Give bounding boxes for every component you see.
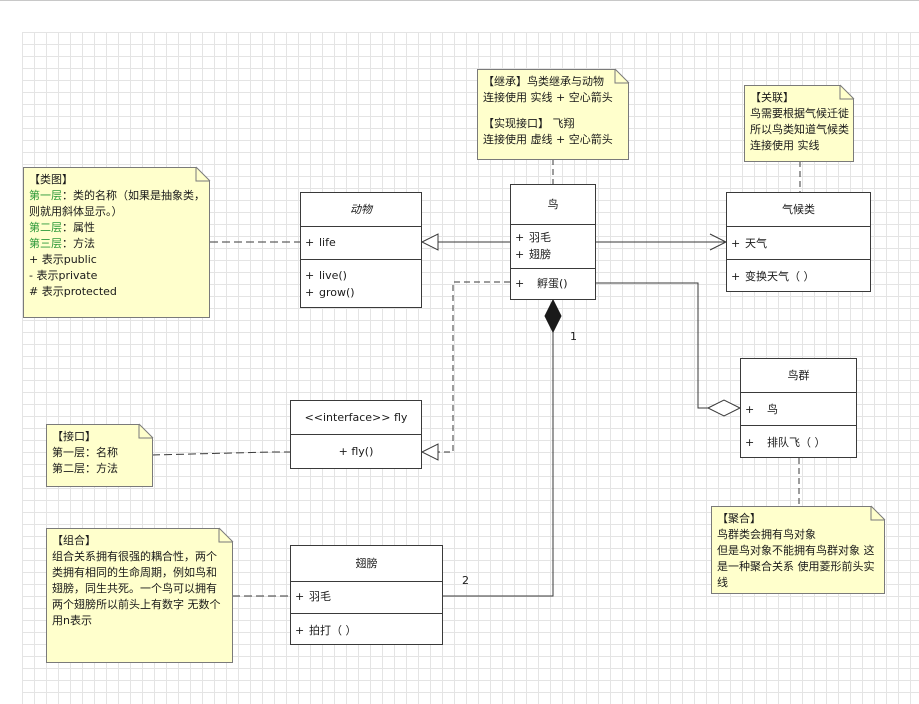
methods-section: + fly() <box>338 445 374 458</box>
attributes-section: +羽毛 +翅膀 <box>511 225 595 269</box>
note-interface: 【接口】 第一层：名称 第二层：方法 <box>46 424 153 487</box>
class-wing[interactable]: 翅膀 +羽毛 +拍打（ ） <box>290 545 443 645</box>
aggregation-line <box>596 282 708 409</box>
class-name: 鸟 <box>511 185 595 225</box>
note-aggregation: 【聚合】 鸟群类会拥有鸟对象 但是鸟对象不能拥有鸟群对象 这是一种聚合关系 使用… <box>711 506 885 594</box>
class-name: 气候类 <box>727 193 870 227</box>
interface-name: <<interface>> fly <box>291 401 421 435</box>
multiplicity-wing-end: 2 <box>462 574 469 587</box>
multiplicity-bird-end: 1 <box>570 330 577 343</box>
class-name: 翅膀 <box>291 546 442 582</box>
methods-section: +变换天气（ ） <box>731 270 815 283</box>
attributes-section: +鸟 <box>741 393 856 426</box>
realization-arrowhead <box>420 443 439 461</box>
attributes-section: +羽毛 <box>291 582 442 614</box>
methods-section: +孵蛋() <box>515 277 568 290</box>
composition-diamond <box>544 298 562 334</box>
interface-fly[interactable]: <<interface>> fly + fly() <box>290 400 422 469</box>
class-name: 鸟群 <box>741 359 856 393</box>
class-bird[interactable]: 鸟 +羽毛 +翅膀 +孵蛋() <box>510 184 596 300</box>
composition-line <box>443 332 554 597</box>
attributes-section: +life <box>301 227 421 260</box>
class-name: 动物 <box>301 193 421 227</box>
note-association: 【关联】 鸟需要根据气候迁徙 所以鸟类知道气候类 连接使用 实线 <box>744 85 854 162</box>
class-flock[interactable]: 鸟群 +鸟 +排队飞（ ） <box>740 358 857 458</box>
note-link-interface <box>151 451 290 456</box>
realization-line <box>438 281 510 453</box>
methods-section: +拍打（ ） <box>295 624 357 637</box>
class-climate[interactable]: 气候类 +天气 +变换天气（ ） <box>726 192 871 292</box>
class-animal[interactable]: 动物 +life +live() +grow() <box>300 192 422 308</box>
note-composition: 【组合】 组合关系拥有很强的耦合性，两个类拥有相同的生命周期，例如鸟和翅膀，同生… <box>46 528 233 663</box>
inheritance-arrowhead <box>420 233 439 251</box>
note-class-diagram: 【类图】 第一层：类的名称（如果是抽象类， 则就用斜体显示。） 第二层：属性 第… <box>23 167 210 318</box>
methods-section: +live() +grow() <box>305 269 355 299</box>
methods-section: +排队飞（ ） <box>745 436 826 449</box>
note-inheritance: 【继承】鸟类继承与动物 连接使用 实线 + 空心箭头 【实现接口】 飞翔 连接使… <box>477 69 629 160</box>
attributes-section: +天气 <box>727 227 870 260</box>
top-border <box>0 0 919 1</box>
